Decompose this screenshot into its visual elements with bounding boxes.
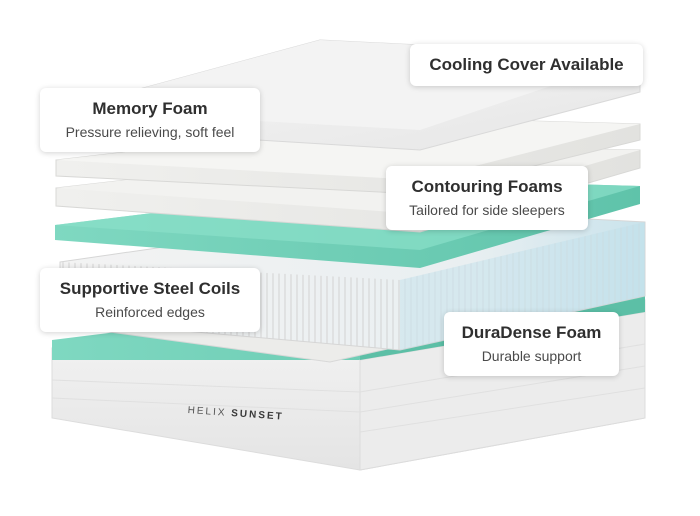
callout-contouring-foams: Contouring Foams Tailored for side sleep…: [386, 166, 588, 230]
callout-title: Contouring Foams: [411, 177, 563, 196]
callout-steel-coils: Supportive Steel Coils Reinforced edges: [40, 268, 260, 332]
callout-subtitle: Tailored for side sleepers: [409, 202, 565, 218]
callout-cooling-cover: Cooling Cover Available: [410, 44, 643, 86]
callout-subtitle: Reinforced edges: [95, 304, 205, 320]
callout-title: DuraDense Foam: [461, 323, 602, 342]
callout-title: Cooling Cover Available: [429, 55, 624, 74]
callout-title: Memory Foam: [92, 99, 208, 118]
callout-duradense-foam: DuraDense Foam Durable support: [444, 312, 619, 376]
callout-memory-foam: Memory Foam Pressure relieving, soft fee…: [40, 88, 260, 152]
callout-subtitle: Pressure relieving, soft feel: [65, 124, 235, 140]
callout-title: Supportive Steel Coils: [59, 279, 241, 298]
callout-subtitle: Durable support: [481, 348, 582, 364]
